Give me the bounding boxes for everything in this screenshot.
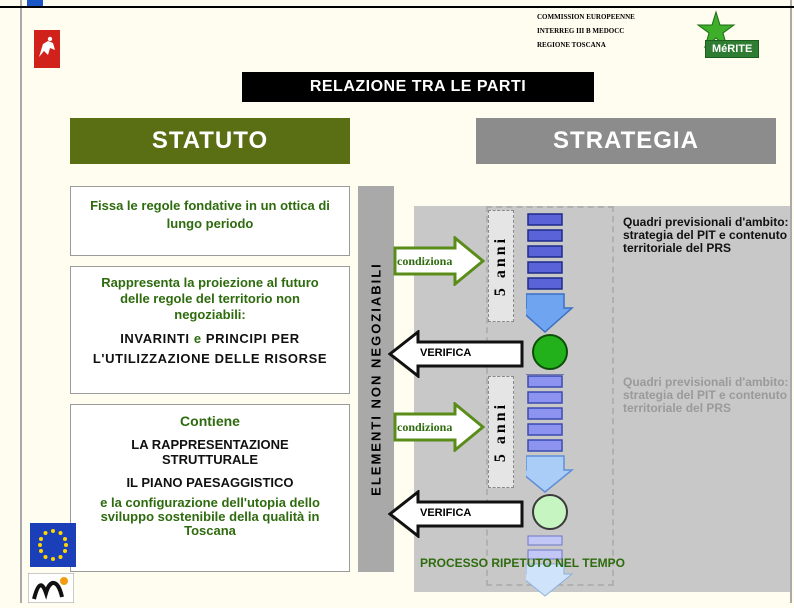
- statuto-heading: STATUTO: [70, 118, 350, 164]
- merite-logo-label: MéRITE: [705, 40, 760, 58]
- processo-ripetuto-label: PROCESSO RIPETUTO NEL TEMPO: [420, 556, 625, 570]
- principi-text: PRINCIPI PER L'UTILIZZAZIONE DELLE RISOR…: [92, 331, 328, 366]
- merite-star-icon: [694, 10, 738, 50]
- contiene-piano-paesaggistico: IL PIANO PAESAGGISTICO: [126, 475, 294, 490]
- verifica-circle-light: [532, 494, 568, 530]
- quadri-previsionali-1: Quadri previsionali d'ambito: strategia …: [623, 215, 789, 255]
- statuto-box-proiezione: Rappresenta la proiezione al futuro dell…: [70, 266, 350, 394]
- frame-right-line: [790, 0, 792, 603]
- cinque-anni-box-1: 5 anni: [488, 210, 514, 322]
- verifica-label-2: VERIFICA: [420, 507, 472, 519]
- verifica-circle-dark: [532, 334, 568, 370]
- medocc-logo: [27, 572, 75, 604]
- top-corner-mark: [27, 0, 43, 6]
- strategia-process-area: [414, 206, 790, 592]
- org-line-regione: REGIONE TOSCANA: [537, 41, 606, 49]
- elementi-non-negoziabili-label: ELEMENTI NON NEGOZIABILI: [368, 262, 384, 496]
- elementi-non-negoziabili-bar: ELEMENTI NON NEGOZIABILI: [358, 186, 394, 572]
- regione-toscana-logo: [34, 30, 60, 68]
- frame-top-line: [0, 6, 794, 8]
- verifica-arrow-2: [387, 488, 524, 540]
- contiene-configurazione: e la configurazione dell'utopia dello sv…: [100, 495, 320, 538]
- cinque-anni-label-2: 5 anni: [492, 401, 509, 463]
- organization-block: COMMISSION EUROPEENNE INTERREG III B MED…: [537, 10, 635, 52]
- condiziona-arrow-2: [393, 400, 486, 454]
- contiene-lead: Contiene: [180, 413, 240, 429]
- cinque-anni-box-2: 5 anni: [488, 376, 514, 488]
- org-line-commission: COMMISSION EUROPEENNE: [537, 13, 635, 21]
- statuto-box-regole: Fissa le regole fondative in un ottica d…: [70, 186, 350, 256]
- eu-flag-icon: [30, 523, 76, 567]
- time-stripes-2: [515, 373, 575, 510]
- org-line-interreg: INTERREG III B MEDOCC: [537, 27, 625, 35]
- statuto-box-contiene: Contiene LA RAPPRESENTAZIONE STRUTTURALE…: [70, 404, 350, 572]
- frame-left-line: [20, 0, 22, 603]
- time-stripes-1: [516, 212, 574, 348]
- statuto-box-regole-text: Fissa le regole fondative in un ottica d…: [90, 198, 330, 231]
- statuto-box-proiezione-invarianti: INVARINTI e PRINCIPI PER L'UTILIZZAZIONE…: [71, 329, 349, 369]
- quadri-previsionali-2: Quadri previsionali d'ambito: strategia …: [623, 375, 789, 415]
- verifica-label-1: VERIFICA: [420, 347, 472, 359]
- condiziona-arrow-1: [393, 234, 486, 288]
- cinque-anni-label-1: 5 anni: [492, 235, 509, 297]
- invarianti-text: INVARINTI: [120, 331, 190, 346]
- statuto-box-proiezione-lead: Rappresenta la proiezione al futuro dell…: [101, 275, 319, 322]
- invarianti-and: e: [193, 331, 202, 346]
- condiziona-label-2: condiziona: [397, 420, 453, 434]
- verifica-arrow-1: [387, 328, 524, 380]
- page-title: RELAZIONE TRA LE PARTI: [242, 72, 594, 102]
- condiziona-label-1: condiziona: [397, 254, 453, 268]
- contiene-rappresentazione: LA RAPPRESENTAZIONE STRUTTURALE: [131, 437, 289, 467]
- strategia-heading: STRATEGIA: [476, 118, 776, 164]
